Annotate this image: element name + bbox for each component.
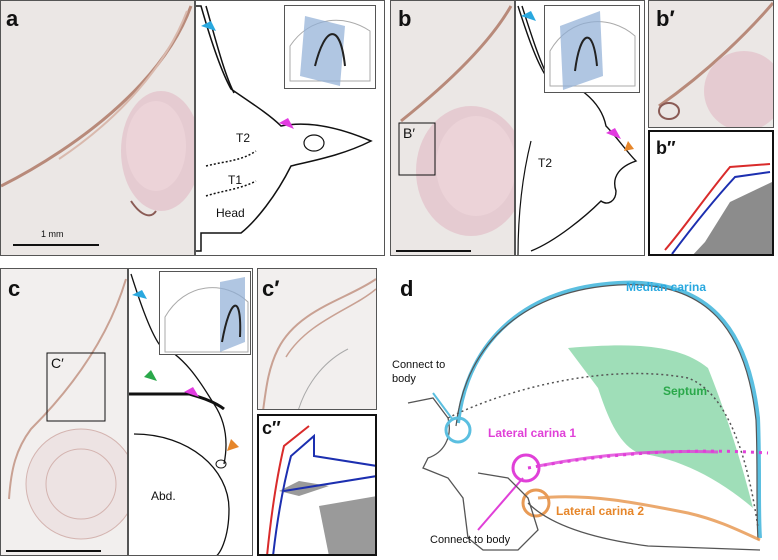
green-arrow-icon [144,370,157,381]
septum-label: Septum [663,384,707,398]
panel-a-label: a [6,6,18,32]
panel-c-drawing: Abd. [128,268,253,556]
panel-a-photo: 1 mm [0,0,195,256]
region-label-t2: T2 [538,156,552,170]
orange-arrow-icon [624,141,634,151]
connect-to-body-top: Connect to body [392,358,452,386]
panel-a-drawing: T2 T1 Head [195,0,385,256]
panel-c-label: c [8,276,20,302]
region-label-abd: Abd. [151,489,176,503]
panel-b-photo: B′ [390,0,515,256]
scalebar-label: 1 mm [41,229,64,239]
magenta-arrow-icon [606,128,621,139]
panel-c1-label: c′ [262,276,280,302]
median-carina-label: Median carina [626,280,706,294]
panel-c2-label: c′′ [262,418,281,439]
panel-b-orientation-inset [544,5,640,93]
septum-region [568,345,753,508]
region-label-t2: T2 [236,131,250,145]
inset-label-c: C′ [51,355,64,371]
body-outline [408,398,538,550]
panel-c-tissue [1,269,128,556]
panel-c-orientation-inset [159,271,251,355]
panel-b-drawing: T2 [515,0,645,256]
inset-label-b: B′ [403,125,415,141]
panel-b2-label: b′′ [656,138,676,159]
panel-b1-label: b′ [656,6,675,32]
panel-a-tissue [1,1,195,256]
lateral-carina-2-node [523,490,549,516]
region-label-head: Head [216,206,245,220]
region-label-t1: T1 [228,173,242,187]
lateral-carina-1-label: Lateral carina 1 [488,426,576,440]
blue-arrow-icon [521,11,536,21]
lateral-carina-1-node [513,455,539,481]
magenta-arrow-icon [279,118,294,129]
panel-a-orientation-inset [284,5,376,89]
panel-d-diagram: Median carina Septum Lateral carina 1 La… [388,268,778,560]
orange-arrow-icon [227,439,239,451]
panel-c-photo: C′ [0,268,128,556]
panel-b-label: b [398,6,411,32]
lateral-carina-2-label: Lateral carina 2 [556,504,644,518]
connect-to-body-bottom: Connect to body [430,534,510,546]
